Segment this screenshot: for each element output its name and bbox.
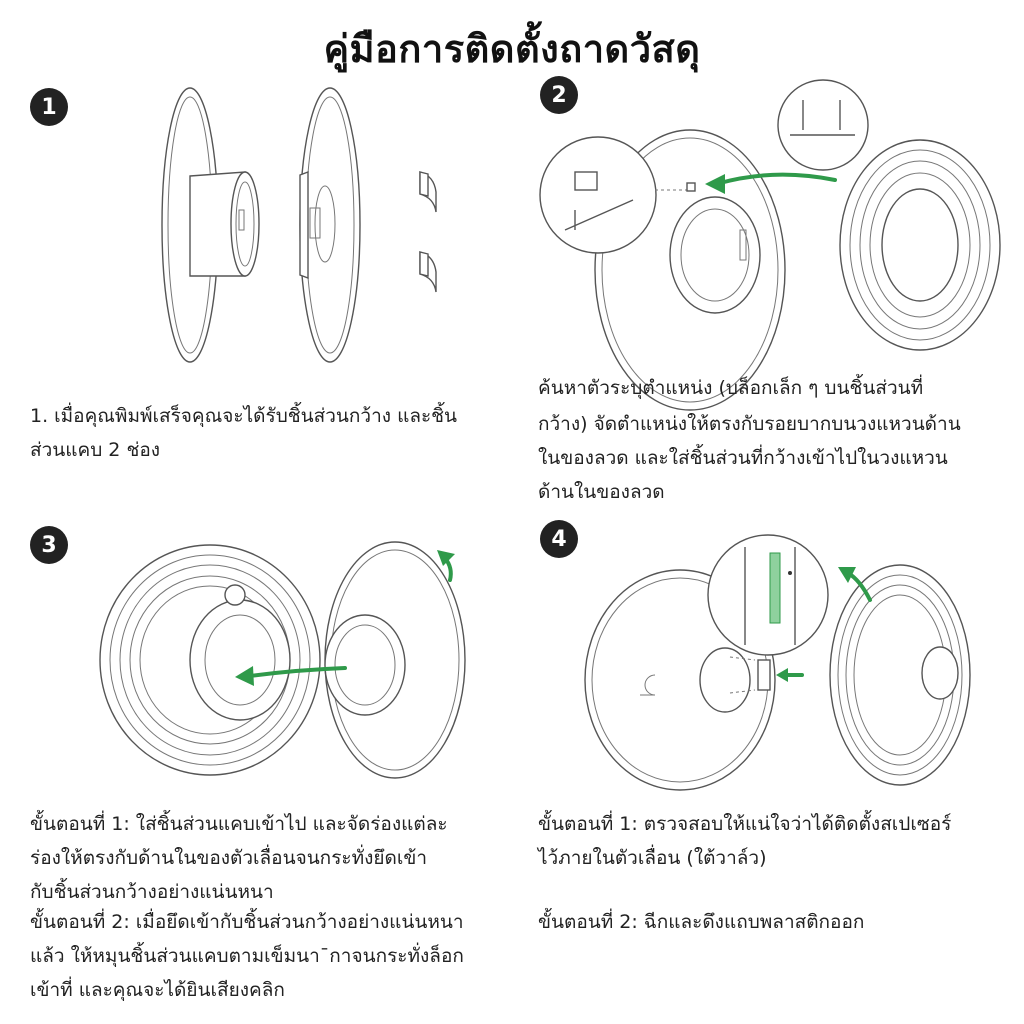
step-3-text-5: แล้ว ให้หมุนชิ้นส่วนแคบตามเข็มนา¯กาจนกระ… xyxy=(30,945,464,967)
spool-parts-exploded-icon xyxy=(161,87,437,363)
step-2-text-2: กว้าง) จัดตำแหน่งให้ตรงกับรอยบากบนวงแหวน… xyxy=(538,413,961,435)
step-4-badge: 4 xyxy=(540,520,578,558)
step-3-text-3: กับชิ้นส่วนกว้างอย่างแน่นหนา xyxy=(30,881,274,903)
step-2-text-1: ค้นหาตัวระบุตำแหน่ง (บล็อกเล็ก ๆ บนชิ้นส… xyxy=(538,377,924,399)
step-4-text-1: ขั้นตอนที่ 1: ตรวจสอบให้แน่ใจว่าได้ติดตั… xyxy=(538,813,952,835)
step-2-text-4: ด้านในของลวด xyxy=(538,481,665,503)
step-3-text-6: เข้าที่ และคุณจะได้ยินเสียงคลิก xyxy=(30,979,285,1001)
page-title: คู่มือการติดตั้งถาดวัสดุ xyxy=(323,27,701,71)
step-3-text-2: ร่องให้ตรงกับด้านในของตัวเลื่อนจนกระทั่ง… xyxy=(30,847,428,869)
spool-align-locator-icon xyxy=(539,79,1001,411)
step-1-badge: 1 xyxy=(30,88,68,126)
step-3-text-4: ขั้นตอนที่ 2: เมื่อยึดเข้ากับชิ้นส่วนกว้… xyxy=(30,911,464,933)
step-4-text-4: ขั้นตอนที่ 2: ฉีกและดึงแถบพลาสติกออก xyxy=(538,911,865,933)
step-1-text-2: ส่วนแคบ 2 ช่อง xyxy=(30,439,161,461)
step-3-badge: 3 xyxy=(30,526,68,564)
spool-spacer-check-icon xyxy=(584,534,971,791)
step-4-text-2: ไว้ภายในตัวเลื่อน (ใต้วาล์ว) xyxy=(538,847,767,869)
step-2-text-3: ในของลวด และใส่ชิ้นส่วนที่กว้างเข้าไปในว… xyxy=(538,447,948,469)
spool-insert-rotate-icon xyxy=(99,541,466,779)
step-3-text-1: ขั้นตอนที่ 1: ใส่ชิ้นส่วนแคบเข้าไป และจั… xyxy=(30,813,448,835)
step-2-badge: 2 xyxy=(540,76,578,114)
step-1-text-1: 1. เมื่อคุณพิมพ์เสร็จคุณจะได้รับชิ้นส่วน… xyxy=(30,405,458,427)
